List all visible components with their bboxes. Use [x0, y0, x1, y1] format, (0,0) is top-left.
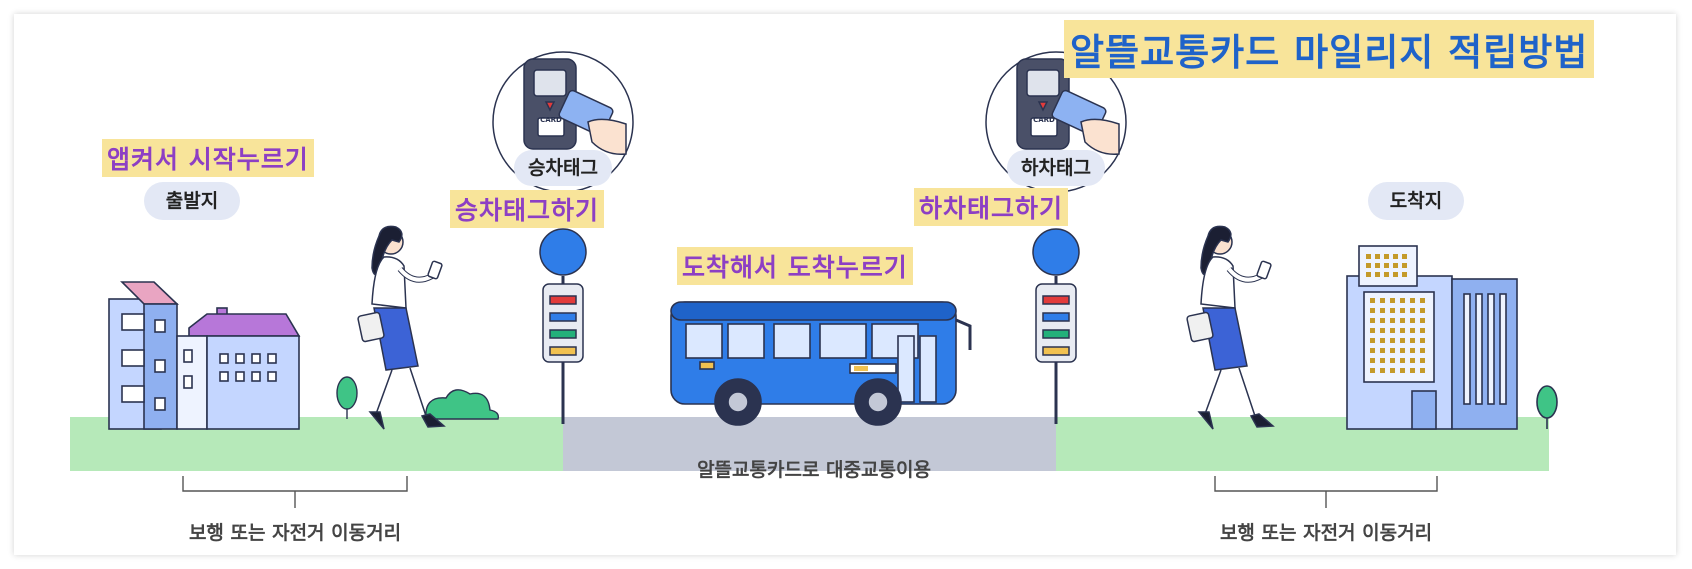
building-windows [1366, 254, 1425, 373]
page-title: 알뜰교통카드 마일리지 적립방법 [1064, 20, 1595, 78]
caption-walk-after: 보행 또는 자전거 이동거리 [1219, 522, 1433, 544]
alight-tag-label: 하차태그 [1007, 150, 1105, 186]
step-start: 앱켜서 시작누르기 [102, 139, 314, 177]
bush-icon [425, 389, 500, 420]
board-tag-label: 승차태그 [514, 150, 612, 186]
origin-buildings-icon [108, 281, 301, 430]
caption-walk-before: 보행 또는 자전거 이동거리 [188, 522, 402, 544]
bus-stop-pole-alight [985, 51, 1127, 424]
road [563, 417, 1056, 471]
distance-bracket-left [182, 476, 408, 508]
tree-icon [336, 376, 358, 419]
card-reader-text-2: CARD [1033, 116, 1055, 124]
walking-woman-right-icon [1186, 225, 1275, 430]
step-board: 승차태그하기 [450, 190, 605, 228]
step-arrive: 도착해서 도착누르기 [677, 247, 913, 285]
destination-label: 도착지 [1368, 182, 1464, 220]
diagram-frame: 알뜰교통카드 마일리지 적립방법 앱켜서 시작누르기 승차태그하기 도착해서 도… [14, 14, 1676, 555]
distance-bracket-right [1214, 476, 1438, 508]
walking-woman-icon [357, 225, 446, 430]
illustration [70, 51, 1558, 508]
bus-stop-pole-board [492, 51, 634, 424]
step-alight: 하차태그하기 [914, 188, 1069, 226]
bus-icon [670, 301, 972, 426]
caption-transit: 알뜰교통카드로 대중교통이용 [697, 459, 931, 481]
origin-label: 출발지 [144, 182, 240, 220]
card-reader-text: CARD [540, 116, 562, 124]
